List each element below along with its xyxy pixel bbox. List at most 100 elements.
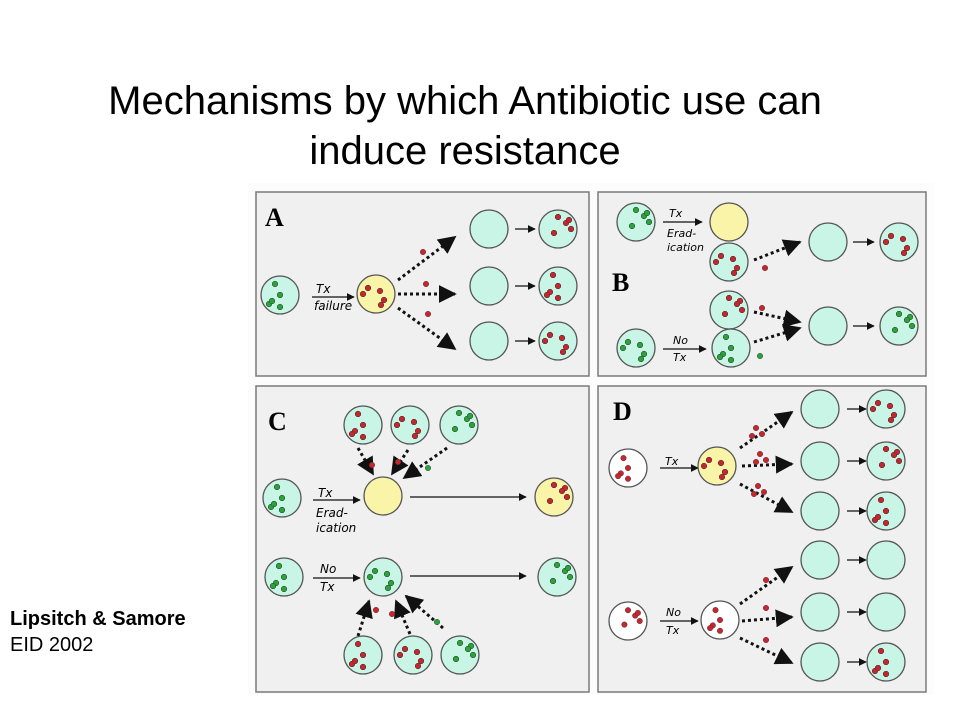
resistant-bacterium	[722, 311, 729, 318]
transmitted-resistant-bacterium	[425, 311, 432, 318]
resistant-bacterium	[349, 431, 356, 438]
panel-b-host-15	[808, 222, 848, 262]
sensitive-bacterium	[384, 571, 391, 578]
sensitive-bacterium	[629, 222, 636, 229]
panel-b-ication: ication	[667, 241, 704, 254]
panel-b-erad: Erad-	[667, 227, 696, 240]
transmitted-resistant-bacterium	[759, 305, 766, 312]
resistant-bacterium	[397, 652, 404, 659]
panel-a-host-3	[469, 209, 509, 249]
panel-d-host-44	[866, 540, 906, 580]
resistant-bacterium	[625, 607, 632, 614]
resistant-bacterium	[620, 455, 627, 462]
panel-d-host-32	[697, 446, 737, 486]
transmitted-resistant-bacterium	[753, 459, 760, 466]
resistant-bacterium	[551, 482, 558, 489]
sensitive-bacterium	[272, 281, 279, 288]
host-circle	[866, 389, 906, 429]
panel-a-host-2	[356, 274, 396, 314]
panel-d-transmit-arrow-6	[739, 636, 794, 665]
sensitive-bacterium	[456, 410, 463, 417]
panel-b-host-14	[616, 328, 656, 368]
panel-c-host-23	[390, 405, 430, 445]
transmitted-resistant-bacterium	[749, 433, 756, 440]
transmitted-resistant-bacterium	[763, 577, 770, 584]
panel-d-host-36	[800, 441, 840, 481]
resistant-bacterium	[566, 216, 573, 223]
panel-a-host-8	[538, 321, 578, 361]
resistant-bacterium	[555, 283, 562, 290]
resistant-bacterium	[883, 520, 890, 527]
resistant-bacterium	[879, 462, 886, 469]
sensitive-bacterium	[276, 563, 283, 570]
sensitive-bacterium	[281, 574, 288, 581]
panel-a-failure: failure	[314, 299, 352, 313]
resistant-bacterium	[718, 252, 725, 259]
resistant-bacterium	[719, 474, 726, 481]
transmitted-resistant-bacterium	[763, 457, 770, 464]
resistant-bacterium	[625, 465, 632, 472]
sensitive-bacterium	[728, 345, 735, 352]
resistant-bacterium	[717, 627, 724, 634]
panel-a-host-7	[538, 266, 578, 306]
host-circle	[469, 266, 509, 306]
transmitted-resistant-bacterium	[395, 459, 402, 466]
host-circle	[538, 321, 578, 361]
panel-d-transmit-arrow-2	[741, 455, 794, 474]
sensitive-bacterium	[638, 356, 645, 363]
resistant-bacterium	[891, 412, 898, 419]
host-circle	[800, 540, 840, 580]
resistant-bacterium	[713, 259, 720, 266]
resistant-bacterium	[901, 249, 908, 256]
resistant-bacterium	[887, 403, 894, 410]
panel-b-host-18	[879, 306, 919, 346]
panel-c-incoming-arrow-3	[402, 446, 448, 480]
resistant-bacterium	[875, 400, 882, 407]
resistant-bacterium	[411, 419, 418, 426]
resistant-bacterium	[402, 646, 409, 653]
sensitive-bacterium	[644, 209, 651, 216]
panel-d-transmit-arrow-3	[739, 482, 794, 514]
host-circles	[260, 202, 919, 682]
sensitive-bacterium	[270, 583, 277, 590]
resistant-bacterium	[707, 625, 714, 632]
resistant-bacterium	[360, 434, 367, 441]
panel-c-host-22	[343, 405, 383, 445]
resistant-bacterium	[381, 297, 388, 304]
resistant-bacterium	[551, 229, 558, 236]
sensitive-bacterium	[281, 586, 288, 593]
panel-b-notx: Tx	[673, 351, 687, 364]
resistant-bacterium	[418, 658, 425, 665]
sensitive-bacterium	[277, 304, 284, 311]
host-circle	[800, 642, 840, 682]
panel-d-transmit-arrow-4	[739, 565, 794, 606]
panel-a-host-5	[469, 321, 509, 361]
host-circle	[469, 321, 509, 361]
resistant-bacterium	[726, 295, 733, 302]
panel-d: D Tx No Tx	[597, 385, 927, 693]
sensitive-bacterium	[452, 426, 459, 433]
panel-d-host-45	[866, 592, 906, 632]
transmitted-resistant-bacterium	[389, 611, 396, 618]
resistant-bacterium	[544, 292, 551, 299]
resistant-bacterium	[878, 497, 885, 504]
resistant-bacterium	[878, 648, 885, 655]
transmitted-resistant-bacterium	[759, 431, 766, 438]
panel-c-host-30	[440, 635, 480, 675]
host-circle	[808, 222, 848, 262]
sensitive-bacterium	[909, 323, 916, 330]
resistant-bacterium	[706, 457, 713, 464]
resistant-bacterium	[360, 664, 367, 671]
resistant-bacterium	[717, 617, 724, 624]
panel-d-frame	[597, 385, 927, 693]
host-circle	[800, 389, 840, 429]
panel-b-host-9	[616, 202, 656, 242]
sensitive-bacterium	[467, 413, 474, 420]
panel-d-host-43	[866, 491, 906, 531]
resistant-bacterium	[718, 460, 725, 467]
resistant-bacterium	[734, 301, 741, 308]
sensitive-bacterium	[625, 339, 632, 346]
resistant-bacterium	[555, 213, 562, 220]
resistant-bacterium	[352, 658, 359, 665]
